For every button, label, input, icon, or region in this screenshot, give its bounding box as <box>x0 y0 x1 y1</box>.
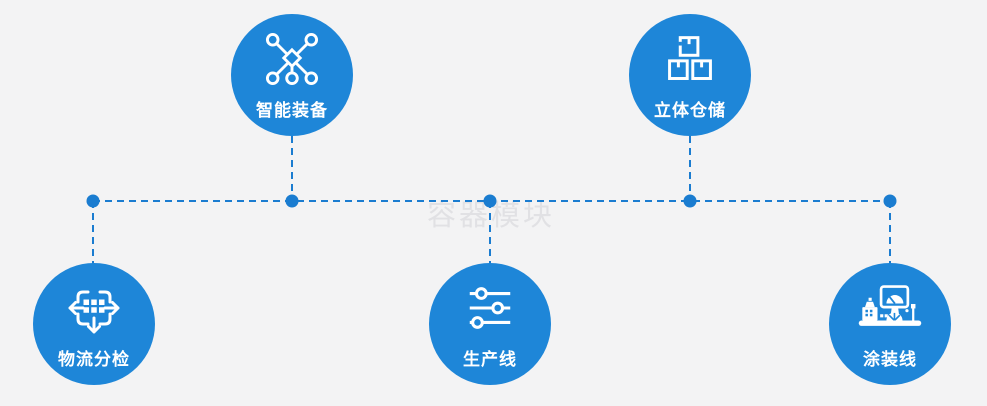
control-station-icon <box>856 279 924 337</box>
node-label: 生产线 <box>463 350 517 370</box>
node-logistics-sorting: 物流分检 <box>33 263 155 385</box>
node-label: 物流分检 <box>58 350 130 370</box>
node-smart-equipment: 智能装备 <box>231 14 353 136</box>
sorting-arrows-icon <box>66 279 122 337</box>
node-label: 立体仓储 <box>654 101 726 121</box>
node-stereoscopic-warehouse: 立体仓储 <box>629 14 751 136</box>
stacked-boxes-icon <box>664 30 716 88</box>
junction-dot <box>285 194 299 208</box>
network-nodes-icon <box>265 30 319 88</box>
node-coating-line: 涂装线 <box>829 263 951 385</box>
node-label: 涂装线 <box>863 350 917 370</box>
node-production-line: 生产线 <box>429 263 551 385</box>
sliders-icon <box>463 279 517 337</box>
junction-dot <box>683 194 697 208</box>
junction-dot <box>883 194 897 208</box>
junction-dot <box>86 194 100 208</box>
junction-dot <box>483 194 497 208</box>
node-label: 智能装备 <box>256 101 328 121</box>
